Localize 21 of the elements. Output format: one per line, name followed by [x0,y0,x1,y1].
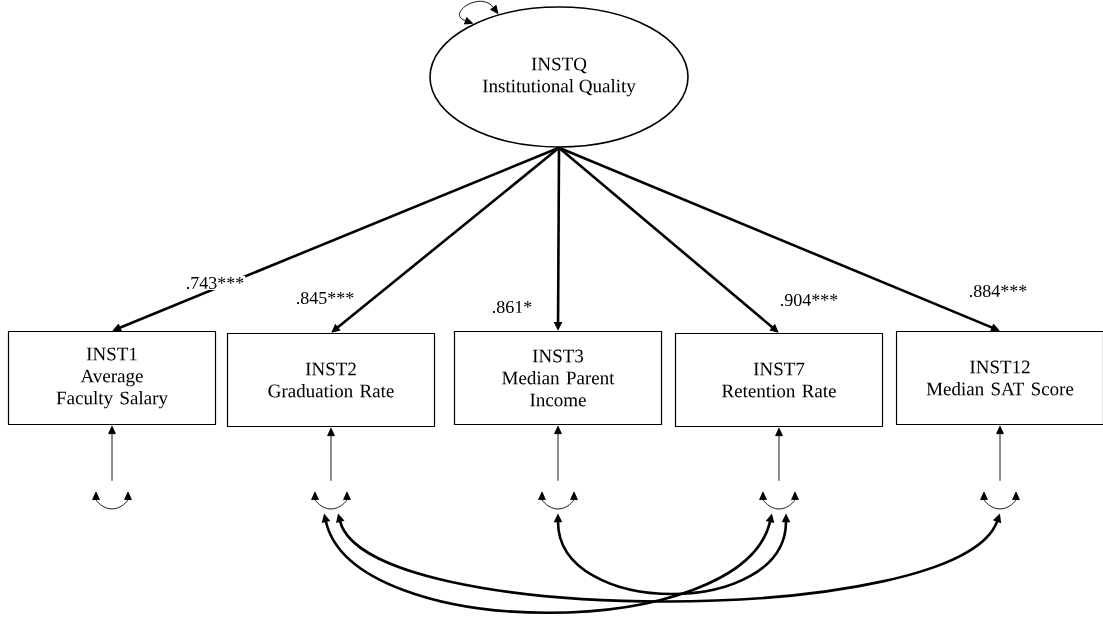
edge-label: .904*** [778,292,840,308]
edge-label: .861* [490,299,534,315]
indicator-box: INST7 Retention Rate [674,332,884,428]
error-arrow [327,427,335,482]
error-arrow [775,427,783,482]
error-arrow [554,425,562,482]
indicator-box: INST1 Average Faculty Salary [7,330,217,426]
variance-arc [311,491,351,510]
edge-label: .743*** [184,275,246,291]
variance-arc [459,0,499,25]
variance-arc [980,491,1020,510]
indicator-box: INST2 Graduation Rate [226,332,436,428]
error-arrow [996,425,1004,482]
edge-label: .884*** [967,283,1029,299]
variance-arc [759,491,799,510]
variance-arc [538,491,578,510]
indicator-box: INST12 Median SAT Score [895,330,1103,426]
error-arrow [108,425,116,482]
edge-label: .845*** [294,290,356,306]
variance-arc [92,491,132,510]
indicator-box: INST3 Median Parent Income [453,330,663,426]
